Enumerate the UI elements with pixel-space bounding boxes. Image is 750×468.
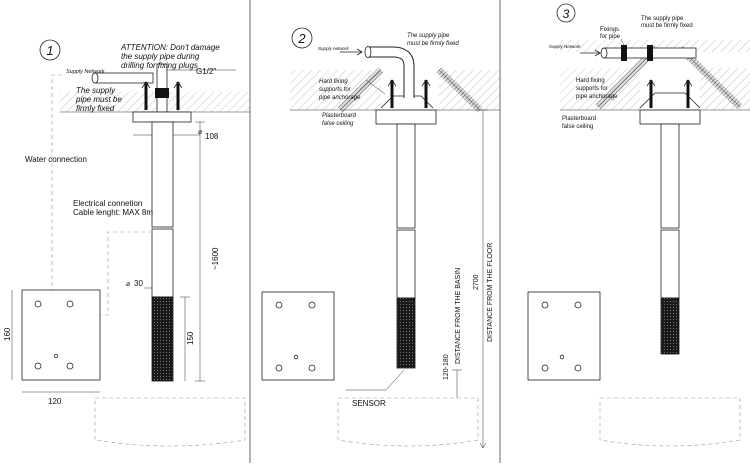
label-120: 120 — [48, 397, 62, 406]
svg-text:for pipe: for pipe — [600, 34, 621, 40]
svg-text:supports for: supports for — [319, 87, 352, 93]
label-attention: ATTENTION: Don't damage — [120, 43, 220, 52]
handle-grip — [396, 297, 416, 369]
label-plasterboard: Plasterboard — [562, 116, 596, 122]
ceiling-hatch — [60, 92, 250, 112]
svg-text:pipe anchorage: pipe anchorage — [318, 95, 361, 101]
sensor-leader — [346, 369, 405, 391]
label-firmly-fixed: The supply — [76, 86, 116, 95]
led — [53, 353, 59, 359]
screw — [34, 362, 42, 370]
svg-text:pipe anchorage: pipe anchorage — [576, 94, 618, 100]
svg-text:Cable lenght: MAX 8m: Cable lenght: MAX 8m — [73, 208, 153, 217]
label-electrical: Electrical connetion — [73, 199, 142, 208]
screw — [66, 362, 74, 370]
ceiling-plate — [375, 109, 437, 125]
pipe-fixing — [621, 45, 627, 61]
diameter-symbol: ⌀ — [198, 129, 202, 136]
step-number-circle — [39, 39, 61, 61]
label-hard-fixing: Hard fixing — [576, 78, 605, 84]
diameter-symbol: ⌀ — [126, 281, 130, 288]
svg-text:must be firmly fixed: must be firmly fixed — [641, 23, 693, 29]
svg-text:the supply pipe during: the supply pipe during — [121, 52, 200, 61]
svg-text:DISTANCE FROM THE FLOOR: DISTANCE FROM THE FLOOR — [487, 243, 494, 342]
pipe-end — [91, 72, 99, 84]
label-firmly-fixed: The supply pipe — [407, 33, 450, 39]
screw — [34, 300, 42, 308]
pipe-fixing — [647, 45, 653, 61]
handle-grip — [151, 296, 174, 382]
svg-text:DISTANCE FROM THE BASIN: DISTANCE FROM THE BASIN — [455, 268, 462, 364]
basin — [94, 397, 246, 447]
label-firmly-fixed: The supply pipe — [641, 16, 684, 22]
step-number: 2 — [297, 31, 306, 46]
label-sensor: SENSOR — [352, 399, 386, 408]
shower-column-upper — [396, 123, 416, 229]
label-supply-network: Supply Network — [549, 44, 581, 49]
svg-text:drilling for fixing plugs: drilling for fixing plugs — [121, 61, 198, 70]
svg-text:supports for: supports for — [576, 86, 608, 92]
label-thread: G1/2" — [196, 67, 216, 76]
screw — [66, 300, 74, 308]
label-fixings: Fixings — [600, 27, 619, 33]
water-connection-line — [51, 74, 62, 290]
label-floor-distance: 2700 — [473, 274, 480, 290]
step-number-circle — [556, 3, 576, 23]
label-hard-fixing: Hard fixing — [319, 79, 348, 85]
shower-column-mid — [396, 229, 416, 299]
label-30: 30 — [134, 279, 143, 288]
label-water-connection: Water connection — [25, 155, 87, 164]
svg-text:false ceiling: false ceiling — [562, 124, 593, 130]
step-number: 3 — [563, 7, 570, 21]
label-plasterboard: Plasterboard — [322, 113, 357, 119]
shower-column-upper — [660, 123, 680, 229]
label-150: 150 — [186, 331, 195, 345]
panel-1: 1 — [3, 39, 250, 447]
fitting — [155, 88, 169, 98]
anchor-arrow — [141, 81, 151, 89]
label-basin-distance: 120-180 — [443, 354, 450, 380]
electrical-connection-line — [100, 231, 152, 316]
shower-column-mid — [660, 229, 680, 299]
label-1600: ~1600 — [211, 247, 220, 270]
step-number: 1 — [46, 43, 53, 58]
shower-column-mid — [151, 228, 174, 298]
ceiling-plate — [639, 109, 701, 125]
step-number-circle — [291, 27, 313, 49]
label-108: 108 — [205, 132, 219, 141]
label-160: 160 — [3, 327, 12, 341]
panel-2: 2 — [261, 27, 500, 449]
label-supply-network: Supply network — [318, 46, 350, 51]
basin — [599, 397, 741, 447]
handle-grip — [660, 297, 680, 355]
control-box — [261, 291, 335, 381]
label-supply-network: Supply Network — [66, 69, 105, 75]
basin — [337, 397, 479, 447]
control-box — [527, 291, 601, 381]
svg-text:pipe must be: pipe must be — [75, 95, 122, 104]
panel-3: 3 Fixings — [527, 3, 750, 447]
anchor-arrow — [173, 81, 183, 89]
svg-text:must be firmly fixed: must be firmly fixed — [407, 41, 459, 47]
ceiling-plate — [132, 111, 192, 123]
svg-text:false ceiling: false ceiling — [322, 121, 354, 127]
shower-column-upper — [151, 121, 174, 228]
control-box — [21, 289, 101, 381]
svg-text:firmly fixed: firmly fixed — [76, 104, 115, 113]
